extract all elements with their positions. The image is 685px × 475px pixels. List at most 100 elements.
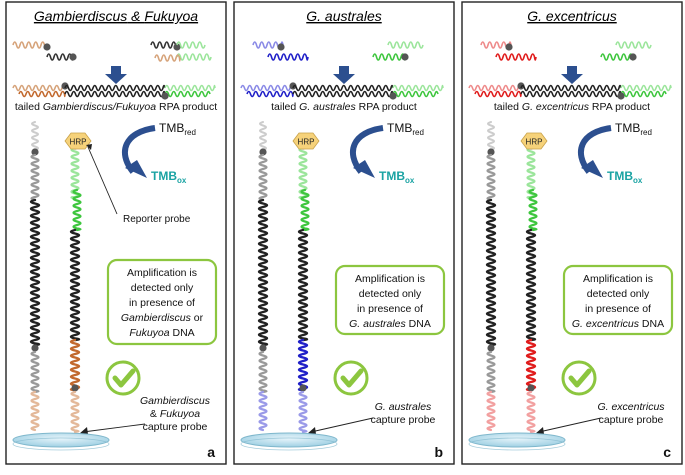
capture-label-line: capture probe <box>143 421 208 433</box>
probe-strand <box>525 228 537 342</box>
petri-dish-rim <box>12 437 110 451</box>
probe-strand <box>69 228 81 342</box>
tmb-red-label: TMBred <box>387 121 424 137</box>
capture-pointer <box>538 417 602 433</box>
check-circle <box>333 360 369 396</box>
text-run: Gambierdiscus <box>121 312 192 324</box>
text-run: capture probe <box>599 414 664 426</box>
down-arrow-icon <box>561 66 583 84</box>
probe-strand <box>526 390 536 434</box>
rpa-strand <box>246 90 294 98</box>
primer-dot <box>517 82 525 90</box>
petri-dish <box>240 432 338 448</box>
hrp-label: HRP <box>298 138 315 147</box>
rpa-label: tailed G. australes RPA product <box>271 101 417 113</box>
petri-dish-rim <box>468 437 566 451</box>
rpa-strand <box>392 90 439 98</box>
panel-letter: a <box>207 444 215 460</box>
result-box-line: G. australes DNA <box>349 318 431 330</box>
text-run: capture probe <box>143 421 208 433</box>
text-run: detected only <box>359 288 422 300</box>
primer-dot <box>505 43 513 51</box>
result-box-line: Gambierdiscus or <box>121 312 204 324</box>
panel-title: G. australes <box>306 8 381 24</box>
down-arrow-icon <box>105 66 127 84</box>
hrp-enzyme <box>64 132 92 150</box>
tmb-ox-main: TMB <box>379 169 405 183</box>
text-run: DNA <box>170 327 195 339</box>
text-run: detected only <box>131 282 194 294</box>
tmb-ox-sub: ox <box>177 176 187 185</box>
rpa-label: tailed Gambierdiscus/Fukuyoa RPA product <box>15 101 217 113</box>
primer-dot <box>487 148 495 156</box>
text-run: RPA product <box>156 101 217 113</box>
probe-strand <box>298 146 308 200</box>
down-arrow-icon <box>333 66 355 84</box>
probe-strand <box>487 121 495 151</box>
fragment <box>176 53 212 61</box>
tmb-red-main: TMB <box>615 121 640 135</box>
tmb-red-sub: red <box>184 128 196 137</box>
capture-label-line: capture probe <box>599 414 664 426</box>
text-run: Gambierdiscus <box>34 8 127 24</box>
text-run: in presence of <box>357 303 423 315</box>
rpa-strand <box>64 90 166 98</box>
probe-strand <box>257 198 269 347</box>
result-box-line: Amplification is <box>583 273 653 285</box>
petri-dish <box>12 432 110 448</box>
text-run: G. australes <box>349 318 406 330</box>
rpa-strand <box>292 90 394 98</box>
text-run: G. excentricus <box>597 401 665 413</box>
text-run: DNA <box>639 318 664 330</box>
text-run: G. australes <box>375 401 432 413</box>
text-run: RPA product <box>356 101 417 113</box>
result-box-line: Amplification is <box>355 273 425 285</box>
tmb-ox-sub: ox <box>405 176 415 185</box>
capture-label-line: G. australes <box>375 401 432 413</box>
capture-pointer <box>310 417 374 433</box>
text-run: detected only <box>587 288 650 300</box>
text-run: Fukuyoa <box>144 8 198 24</box>
text-run: G. excentricus <box>522 101 590 113</box>
fragment <box>150 41 178 49</box>
probe-strand <box>30 350 40 394</box>
check-icon <box>112 368 136 388</box>
tmb-ox-main: TMB <box>607 169 633 183</box>
text-run: G. australes <box>306 8 381 24</box>
reaction-arrowhead-icon <box>581 160 603 178</box>
rpa-strand <box>474 90 522 98</box>
rpa-strand <box>520 90 622 98</box>
capture-label-line: capture probe <box>371 414 436 426</box>
probe-strand <box>29 198 41 347</box>
probe-strand <box>485 198 497 347</box>
capture-label-line: Gambierdiscus <box>140 395 211 407</box>
text-run: in presence of <box>585 303 651 315</box>
fragment <box>176 41 206 49</box>
capture-arrowhead-icon <box>307 427 316 434</box>
fragment <box>387 41 424 49</box>
text-run: capture probe <box>371 414 436 426</box>
probe-strand <box>31 121 39 151</box>
fragment <box>615 41 652 49</box>
rpa-strand <box>620 90 667 98</box>
primer-dot <box>487 344 495 352</box>
rpa-strand <box>620 84 672 92</box>
probe-strand <box>525 338 537 392</box>
probe-strand <box>258 153 268 202</box>
tmb-red-sub: red <box>412 128 424 137</box>
primer-dot <box>31 148 39 156</box>
text-run: & <box>127 8 144 24</box>
result-box-line: detected only <box>587 288 650 300</box>
text-run: tailed <box>494 101 522 113</box>
primer-dot <box>259 344 267 352</box>
rpa-strand <box>468 84 522 92</box>
primer-dot <box>299 384 307 392</box>
text-run: G. excentricus <box>527 8 616 24</box>
fragment <box>495 53 537 61</box>
probe-strand <box>486 153 496 202</box>
check-circle <box>561 360 597 396</box>
probe-strand <box>30 153 40 202</box>
capture-label-line: G. excentricus <box>597 401 665 413</box>
probe-strand <box>70 390 80 434</box>
text-run: Gambierdiscus/Fukuyoa <box>43 101 156 113</box>
